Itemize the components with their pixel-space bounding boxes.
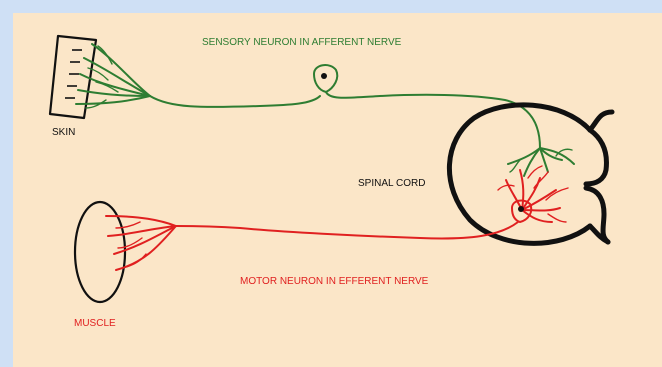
motor-neuron	[106, 166, 568, 270]
skin-block	[50, 36, 96, 118]
sensory-neuron-label: SENSORY NEURON IN AFFERENT NERVE	[202, 37, 402, 48]
motor-nucleus	[518, 206, 524, 212]
spinal-cord-label: SPINAL CORD	[358, 178, 425, 189]
muscle-label: MUSCLE	[74, 318, 116, 329]
skin-label: SKIN	[52, 127, 75, 138]
sensory-nucleus	[321, 73, 327, 79]
motor-neuron-label: MOTOR NEURON IN EFFERENT NERVE	[240, 276, 429, 287]
